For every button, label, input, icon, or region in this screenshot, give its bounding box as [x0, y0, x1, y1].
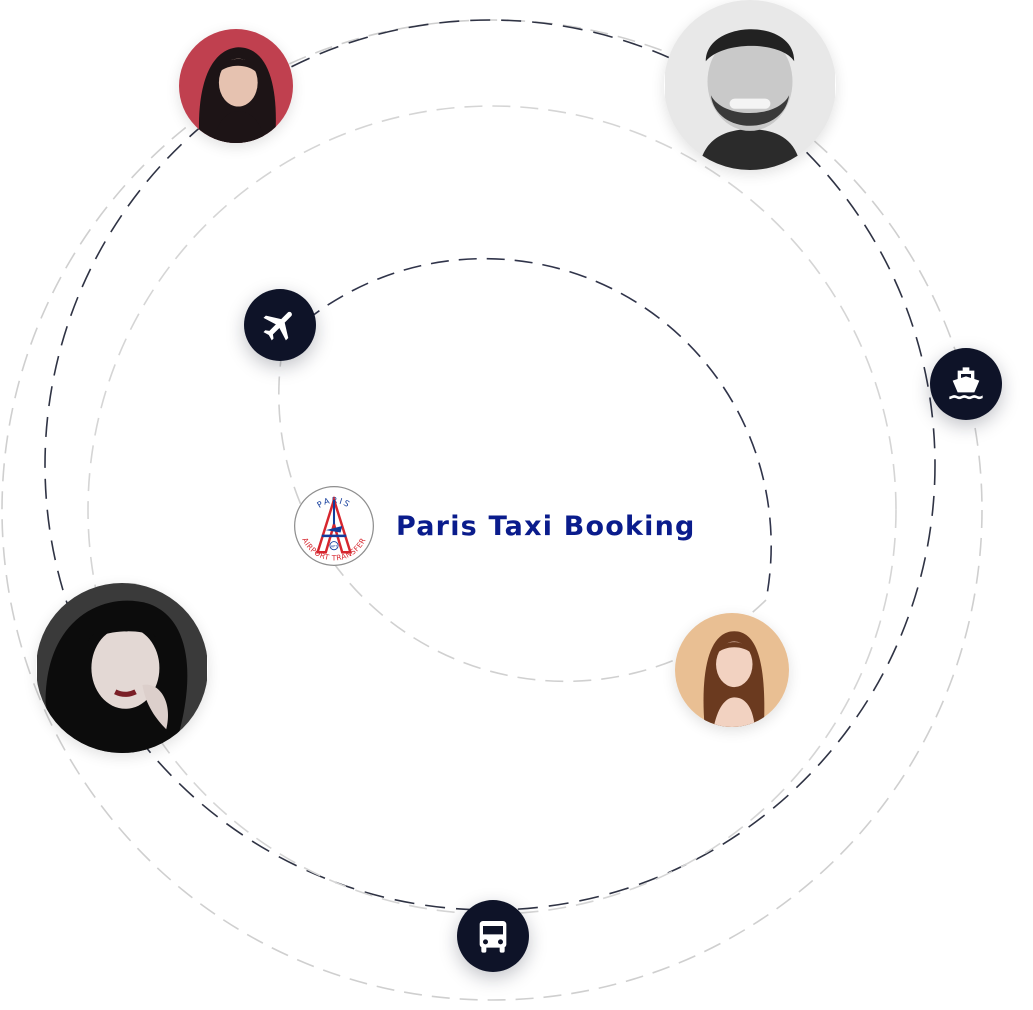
avatar-woman-eyes-closed: [36, 583, 208, 753]
airplane-glyph: [263, 311, 292, 341]
avatar-man-smiling: [664, 0, 836, 170]
avatar-woman-long-hair: [675, 613, 789, 727]
bus-icon: [457, 900, 529, 972]
brand-name: Paris Taxi Booking: [396, 510, 696, 542]
brand[interactable]: PARIS AIRPORT TRANSFER APT Paris Taxi Bo…: [292, 485, 696, 567]
brand-logo: PARIS AIRPORT TRANSFER APT: [292, 485, 376, 567]
airplane-icon: [244, 289, 316, 361]
ship-glyph: [949, 367, 983, 400]
orbit-middle-light: [87, 105, 897, 915]
avatar-woman-dark-hair: [179, 29, 293, 143]
logo-badge-text: APT: [331, 544, 337, 548]
orbit-outer-light: [1, 19, 983, 1001]
orbit-main-dark: [44, 19, 936, 911]
bus-glyph: [479, 921, 507, 953]
ship-icon: [930, 348, 1002, 420]
